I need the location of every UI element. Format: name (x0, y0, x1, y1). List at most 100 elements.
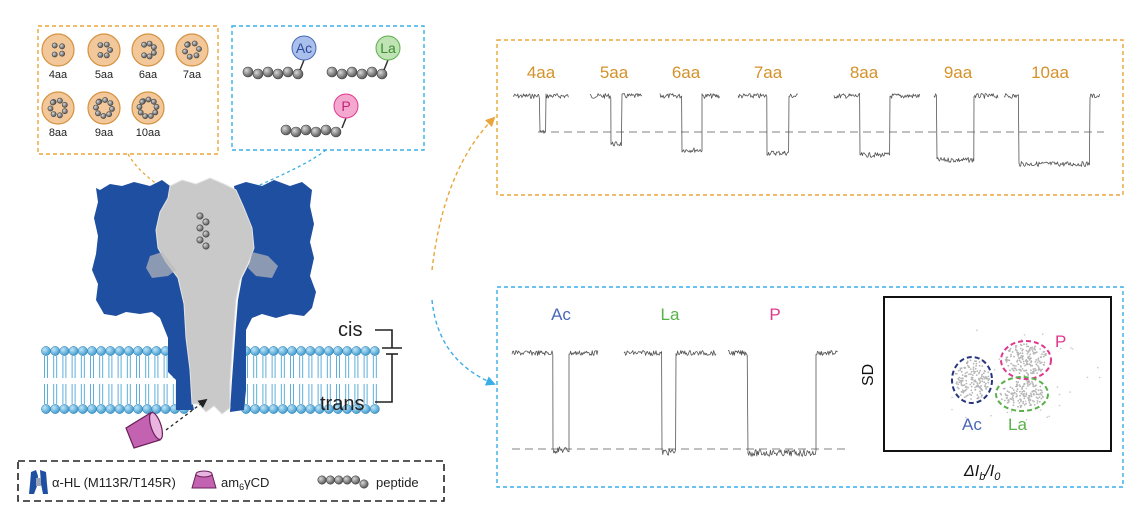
lipid-head (114, 404, 125, 414)
scatter-point (1036, 372, 1038, 374)
lipid-head (151, 346, 162, 356)
peptide-bead (300, 124, 312, 136)
scatter-point (1058, 404, 1061, 407)
scatter-point (1025, 369, 1028, 372)
scatter-point (1035, 396, 1038, 399)
scatter-point (1015, 365, 1017, 367)
scatter-point (1030, 369, 1032, 372)
peptide-bead (342, 475, 352, 485)
scatter-point (969, 368, 972, 371)
peptide-bead (97, 42, 104, 48)
peptide-bead (196, 236, 204, 244)
scatter-point (1035, 359, 1038, 361)
scatter-point (957, 369, 960, 372)
length-trace-panel (496, 39, 1124, 196)
lipid-head (133, 346, 143, 356)
scatter-point (1031, 382, 1034, 384)
scatter-point (1039, 392, 1042, 395)
scatter-point (1033, 347, 1035, 350)
scatter-point (1027, 351, 1029, 353)
scatter-point (1025, 402, 1027, 405)
lipid-head (123, 404, 134, 414)
pore-cap-left-shade (146, 252, 176, 278)
peptide-length-label: 10aa (136, 127, 161, 139)
scatter-point (967, 386, 969, 389)
scatter-point (1016, 351, 1019, 354)
scatter-point (958, 376, 961, 379)
scatter-point (1038, 360, 1041, 363)
scatter-point (1032, 383, 1034, 386)
lipid-head (41, 404, 51, 414)
scatter-point (964, 372, 967, 375)
current-trace (727, 350, 838, 457)
peptide-bead (317, 475, 327, 485)
scatter-point (978, 371, 981, 374)
scatter-point (985, 377, 988, 379)
scatter-point (1032, 368, 1035, 370)
scatter-point (1030, 393, 1033, 396)
lipid-head (369, 404, 380, 414)
scatter-point (1026, 360, 1029, 363)
lipid-head (68, 346, 79, 356)
scatter-point (978, 361, 981, 363)
scatter-point (1021, 385, 1024, 388)
scatter-point (1011, 396, 1014, 399)
orange-arrow (431, 116, 496, 271)
scatter-point (967, 364, 969, 367)
scatter-point (972, 383, 975, 386)
scatter-point (982, 375, 985, 378)
scatter-point (1040, 361, 1043, 364)
scatter-point (1034, 360, 1037, 363)
scatter-point (1012, 394, 1014, 397)
peptide-length-circle (131, 33, 165, 67)
pore-structure (92, 177, 316, 415)
scatter-point (1041, 395, 1044, 398)
scatter-point (973, 380, 976, 383)
scatter-point (1008, 349, 1011, 352)
scatter-point (1025, 343, 1028, 345)
peptide-bead (292, 68, 304, 80)
peptide-bead (202, 218, 210, 226)
scatter-point (974, 360, 976, 362)
scatter-point (1009, 369, 1011, 372)
scatter-point (1010, 355, 1012, 358)
cluster-ac-ellipse (951, 356, 993, 404)
scatter-point (980, 375, 983, 378)
scatter-point (1019, 385, 1022, 388)
scatter-point (1028, 396, 1031, 398)
scatter-point (979, 381, 982, 383)
trace-length-label: 6aa (672, 63, 701, 82)
scatter-point (970, 389, 973, 392)
peptide-bead (152, 109, 159, 116)
scatter-point (1025, 419, 1028, 421)
peptide-bead (57, 97, 63, 104)
scatter-point (970, 385, 973, 388)
scatter-point (1018, 372, 1021, 375)
scatter-point (1006, 356, 1009, 358)
scatter-point (1030, 361, 1032, 364)
lipid-head (259, 404, 270, 414)
peptide-bead (191, 40, 198, 47)
scatter-point (1019, 390, 1021, 393)
scatter-point (1028, 363, 1031, 366)
scatter-point (1034, 345, 1037, 348)
scatter-point (959, 369, 962, 371)
scatter-point (951, 396, 953, 399)
scatter-point (1029, 346, 1032, 349)
scatter-point (985, 382, 987, 385)
scatter-point (1021, 390, 1024, 393)
peptide-bead (326, 66, 338, 78)
scatter-point (1010, 411, 1013, 413)
scatter-point (1025, 387, 1028, 390)
scatter-point (1011, 351, 1014, 353)
scatter-point (1071, 348, 1074, 350)
scatter-point (1016, 383, 1018, 385)
scatter-point (1013, 364, 1015, 367)
peptide-bead (193, 52, 200, 59)
scatter-point (1017, 399, 1020, 402)
translocating-peptide (196, 212, 210, 250)
scatter-point (972, 368, 975, 370)
scatter-point (1012, 404, 1015, 407)
